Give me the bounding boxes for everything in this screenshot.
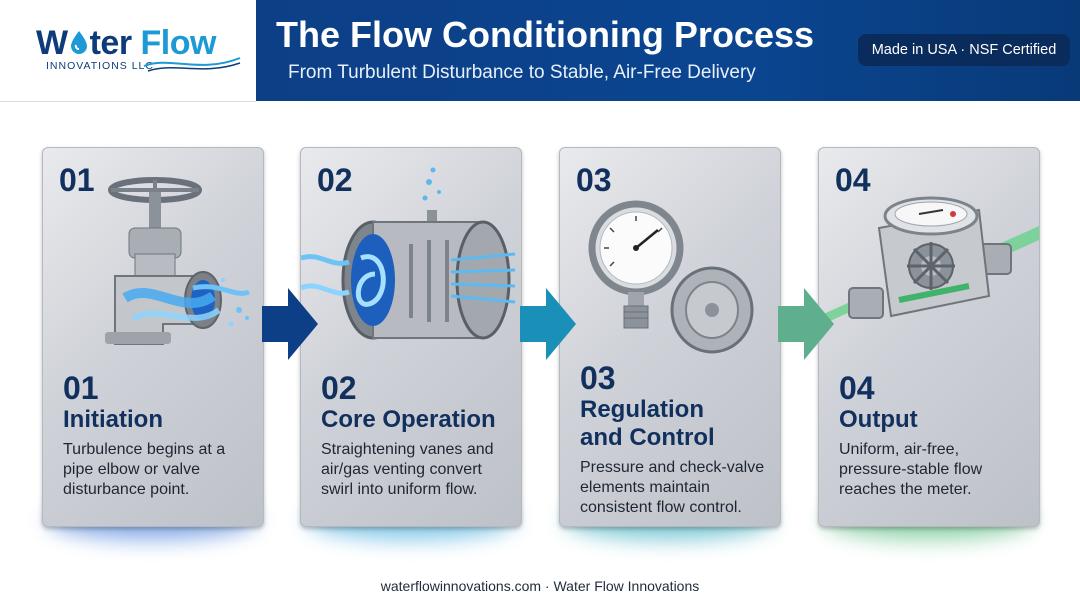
arrow-right-icon — [520, 288, 576, 360]
arrow-right-icon — [262, 288, 318, 360]
certification-badge: Made in USA · NSF Certified — [858, 34, 1070, 66]
step-number: 02 — [321, 370, 357, 406]
step-card-1: 01 01 Initiation Turbulence begins at a … — [42, 147, 264, 527]
step-number: 01 — [63, 370, 99, 406]
step-number: 03 — [580, 360, 616, 396]
step-title: Initiation — [63, 406, 163, 433]
step-number-top: 03 — [576, 162, 612, 198]
step-title: Core Operation — [321, 406, 496, 433]
step-number-top: 04 — [835, 162, 871, 198]
page-subtitle: From Turbulent Disturbance to Stable, Ai… — [288, 62, 756, 83]
logo-subline: INNOVATIONS LLC — [46, 60, 154, 72]
step-title: Output — [839, 406, 918, 433]
step-title: Regulation and Control — [580, 396, 715, 451]
step-number-top: 02 — [317, 162, 353, 198]
water-meter-icon — [819, 196, 1039, 326]
step-description: Turbulence begins at a pipe elbow or val… — [63, 441, 226, 498]
pressure-gauge-icon — [588, 200, 754, 354]
step-card-4: 04 04 Output Uniform, air-free, pressure… — [818, 147, 1040, 527]
gate-valve-elbow-icon — [105, 177, 250, 345]
water-drop-icon — [70, 31, 87, 54]
step-card-3: 03 03 Regulation and Control Pressure an… — [559, 147, 781, 527]
step-description: Straightening vanes and air/gas venting … — [321, 441, 494, 498]
logo-wave-icon — [143, 57, 241, 72]
step-number-top: 01 — [59, 162, 95, 198]
step-card-2: 02 02 Core Operation Straightening vanes… — [300, 147, 522, 527]
arrow-right-icon — [778, 288, 834, 360]
step-description: Uniform, air-free, pressure-stable flow … — [839, 441, 983, 498]
footer-text: waterflowinnovations.com · Water Flow In… — [380, 578, 700, 594]
flow-straightener-icon — [301, 167, 516, 340]
step-description: Pressure and check-valve elements mainta… — [580, 459, 765, 516]
page-title: The Flow Conditioning Process — [276, 14, 815, 55]
step-number: 04 — [839, 370, 875, 406]
